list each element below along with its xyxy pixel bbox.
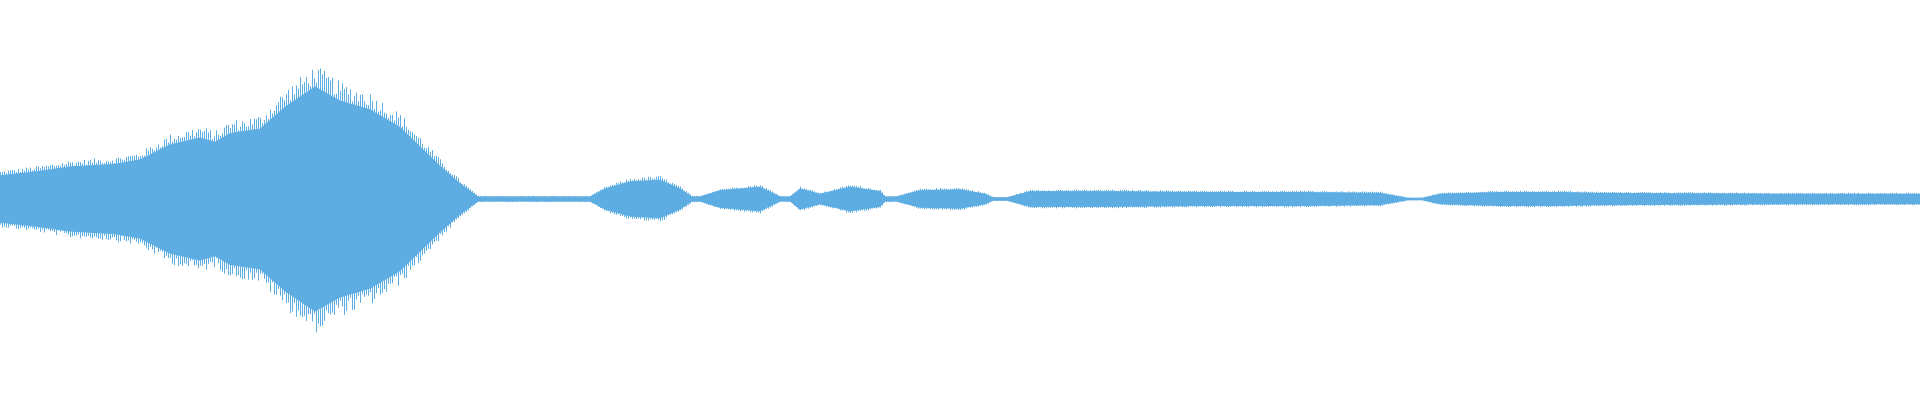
waveform-peaks: [0, 68, 1920, 333]
